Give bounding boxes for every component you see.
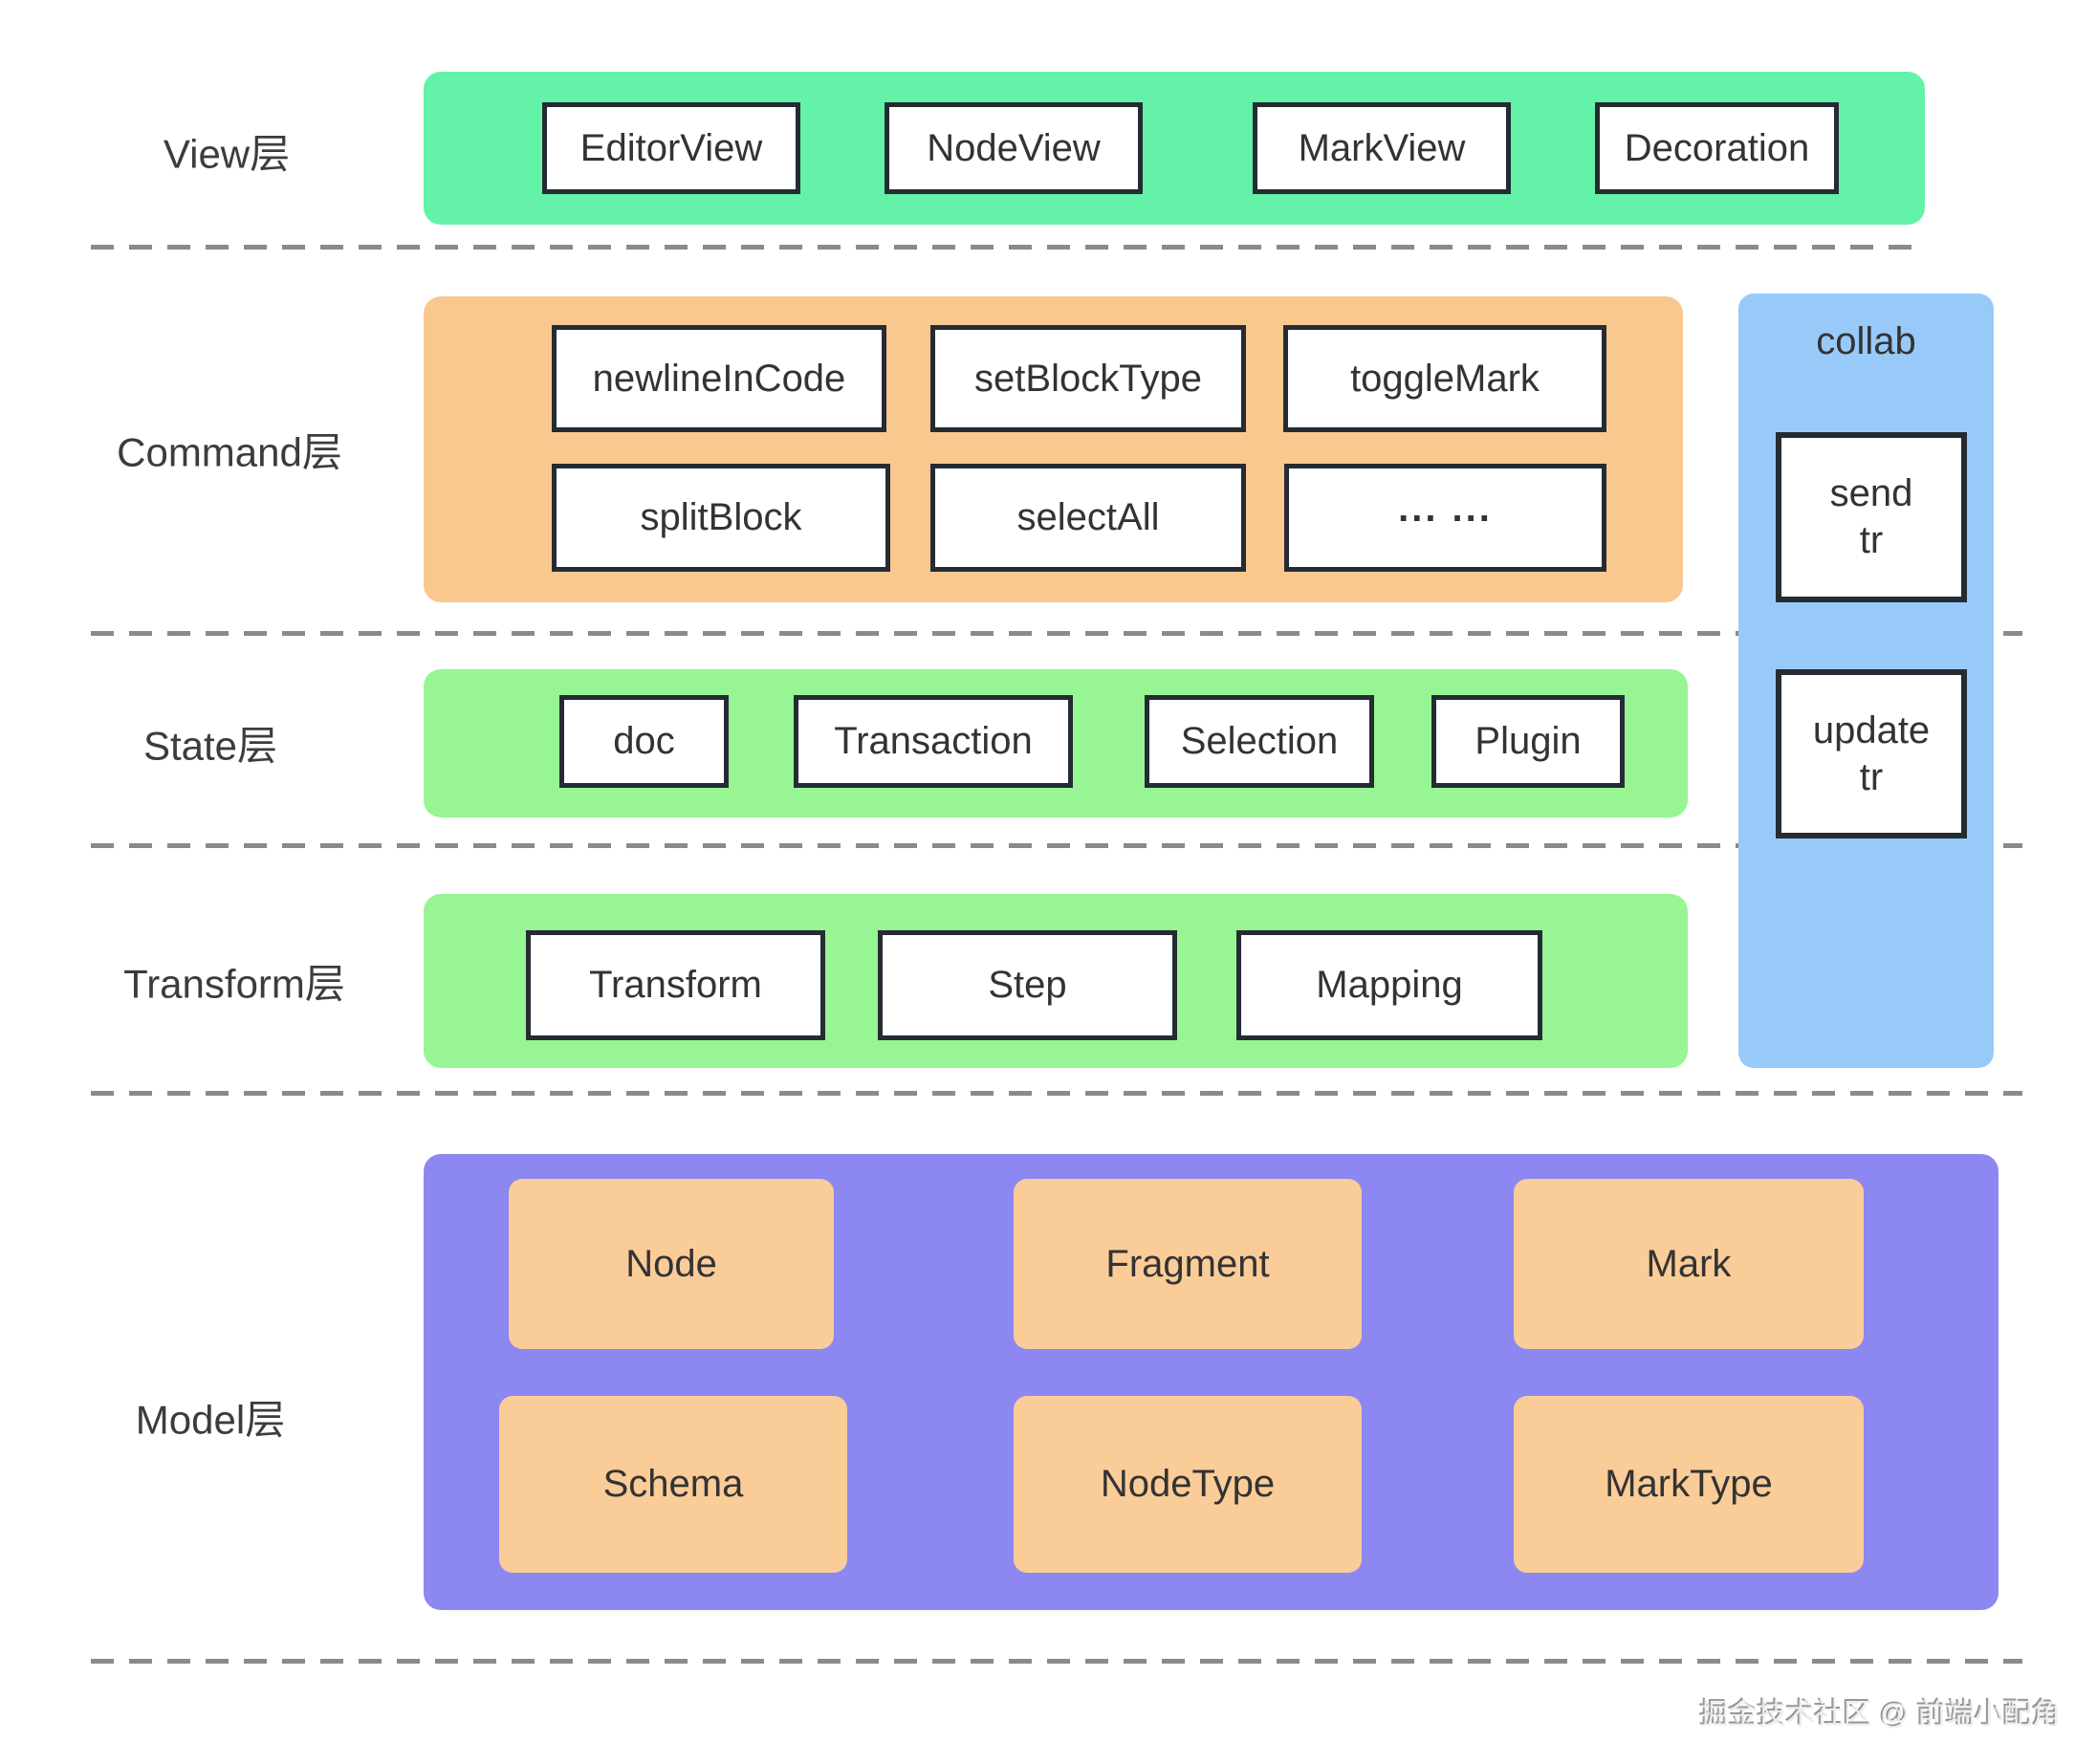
box-markview: MarkView — [1253, 102, 1511, 194]
box-doc: doc — [559, 695, 729, 788]
layer-label-view: View层 — [163, 131, 291, 177]
box-mark: Mark — [1514, 1179, 1864, 1349]
box-schema: Schema — [499, 1396, 847, 1573]
box-selection: Selection — [1145, 695, 1374, 788]
box-newlineincode: newlineInCode — [552, 325, 886, 432]
collab-band-title: collab — [1816, 320, 1916, 362]
box-step: Step — [878, 930, 1177, 1040]
box-decoration: Decoration — [1595, 102, 1839, 194]
box-node: Node — [509, 1179, 834, 1349]
box-send-tr: send tr — [1776, 432, 1967, 602]
ellipsis-text: ... ... — [1398, 488, 1493, 530]
send-tr-line1: send — [1829, 472, 1913, 515]
box-nodetype: NodeType — [1014, 1396, 1362, 1573]
box-plugin: Plugin — [1431, 695, 1625, 788]
layer-divider-1 — [91, 245, 1927, 250]
box-splitblock: splitBlock — [552, 464, 890, 572]
watermark-text: 掘金技术社区 @ 前端小配角 — [1699, 1699, 2061, 1731]
layer-label-model: Model层 — [135, 1397, 286, 1443]
box-nodeview: NodeView — [885, 102, 1143, 194]
box-editorview: EditorView — [542, 102, 800, 194]
send-tr-line2: tr — [1859, 519, 1884, 561]
box-update-tr: update tr — [1776, 669, 1967, 838]
box-fragment: Fragment — [1014, 1179, 1362, 1349]
box-more-commands: ... ... — [1284, 464, 1606, 572]
layer-divider-3 — [91, 843, 2022, 848]
box-togglemark: toggleMark — [1283, 325, 1606, 432]
box-mapping: Mapping — [1236, 930, 1542, 1040]
box-selectall: selectAll — [930, 464, 1246, 572]
layer-divider-5 — [91, 1659, 2022, 1664]
update-tr-line1: update — [1812, 708, 1931, 751]
box-setblocktype: setBlockType — [930, 325, 1246, 432]
box-marktype: MarkType — [1514, 1396, 1864, 1573]
box-transaction: Transaction — [794, 695, 1073, 788]
box-transform: Transform — [526, 930, 825, 1040]
layer-label-transform: Transform层 — [123, 961, 345, 1007]
layer-divider-4 — [91, 1091, 2022, 1096]
update-tr-line2: tr — [1859, 755, 1884, 798]
layer-label-command: Command层 — [117, 429, 342, 475]
layer-divider-2 — [91, 631, 2022, 636]
layer-label-state: State层 — [142, 723, 278, 769]
